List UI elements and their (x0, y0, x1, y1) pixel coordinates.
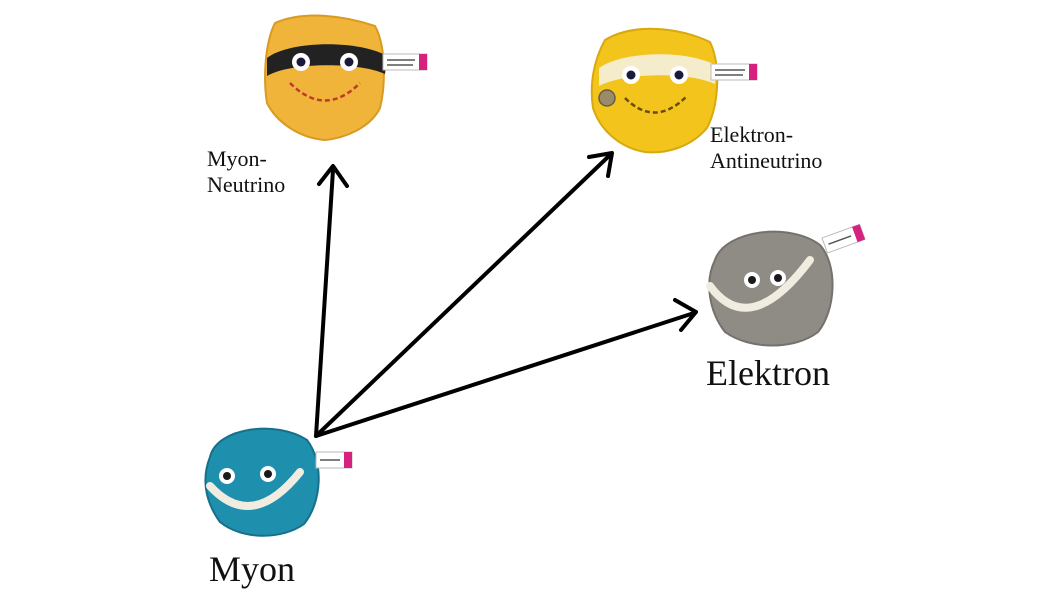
pin-badge (598, 89, 616, 107)
eye-mask (599, 54, 717, 86)
myon-neutrino-label-line-2: Neutrino (207, 172, 286, 198)
label-tag (821, 223, 866, 254)
myon-label: Myon (209, 549, 296, 589)
arrow-to-myon-neutrino (314, 164, 349, 438)
myon-plush-icon (204, 427, 353, 537)
elektron-label: Elektron (706, 353, 830, 393)
myon-neutrino-plush-icon (264, 14, 428, 142)
label-tag (382, 53, 428, 71)
elektron-antineutrino-plush-icon (590, 27, 758, 154)
elektron-plush-icon (706, 223, 866, 347)
myon-neutrino-label-line-1: Myon- (207, 146, 267, 171)
label-tag (710, 63, 758, 81)
elektron-antineutrino-label: Elektron- Antineutrino (710, 122, 822, 175)
plush-body (264, 14, 385, 142)
myon-neutrino-label: Myon- Neutrino (207, 146, 285, 199)
eye-mask (267, 44, 387, 76)
arrow-to-elektron (314, 298, 698, 438)
arrow-to-elektron-antineutrino (314, 151, 614, 438)
elektron-antineutrino-label-line-2: Antineutrino (710, 148, 823, 174)
plush-body (204, 427, 320, 537)
plush-body (708, 230, 834, 347)
decay-arrows (314, 151, 698, 438)
elektron-antineutrino-label-line-1: Elektron- (710, 122, 794, 147)
label-tag (315, 451, 353, 469)
